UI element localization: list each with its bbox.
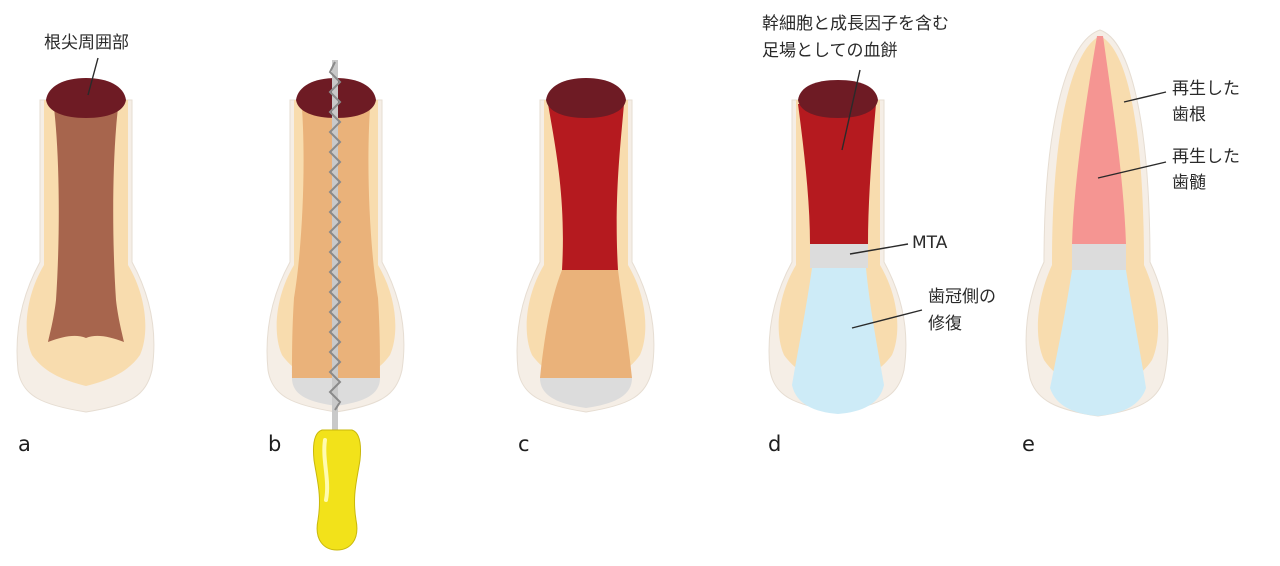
leader-coronal: [851, 309, 923, 329]
file-handle: [313, 429, 361, 551]
panel-letter-e: e: [1022, 432, 1035, 456]
regenerated-pulp: [1072, 36, 1126, 244]
coronal-restoration: [1050, 270, 1146, 416]
crown-seal: [540, 378, 632, 408]
mta-layer: [810, 244, 868, 268]
mta-layer: [1072, 244, 1126, 270]
coronal-canal: [540, 270, 632, 378]
panel-e-tooth: [1025, 29, 1169, 417]
label-coronal-line2: 修復: [928, 314, 962, 334]
file-twist: [328, 61, 342, 411]
leader-lines: [87, 57, 1167, 329]
label-blood-clot-line2: 足場としての血餅: [762, 41, 898, 61]
label-regen-root-line1: 再生した: [1172, 79, 1240, 99]
label-regen-pulp-line1: 再生した: [1172, 147, 1240, 167]
label-blood-clot-line1: 幹細胞と成長因子を含む: [762, 14, 949, 34]
coronal-restoration: [792, 268, 884, 414]
leader-blood-clot: [841, 69, 861, 151]
leader-regen-root: [1123, 91, 1167, 103]
periapical-area: [546, 78, 626, 118]
panel-letter-b: b: [268, 432, 282, 456]
panel-letter-c: c: [518, 432, 530, 456]
necrotic-pulp: [48, 108, 124, 342]
label-regen-root-line2: 歯根: [1172, 105, 1206, 125]
blood-clot: [798, 104, 876, 244]
panel-d-tooth: [768, 80, 907, 414]
panel-a-tooth: [16, 78, 155, 413]
blood-clot: [548, 104, 624, 270]
periapical-area: [46, 78, 126, 118]
file-handle-shine: [322, 438, 330, 502]
periapical-area: [798, 80, 878, 118]
label-coronal-line1: 歯冠側の: [928, 287, 996, 307]
label-regen-pulp-line2: 歯髄: [1172, 173, 1206, 193]
panel-letter-d: d: [768, 432, 782, 456]
panel-letter-a: a: [18, 432, 31, 456]
file-shaft: [332, 60, 338, 440]
label-periapical: 根尖周囲部: [44, 33, 129, 53]
leader-periapical: [87, 57, 99, 96]
leader-regen-pulp: [1097, 161, 1167, 179]
panel-c-tooth: [516, 78, 655, 413]
label-mta: MTA: [912, 233, 948, 253]
leader-mta: [849, 243, 909, 255]
panel-b-tooth: [266, 60, 405, 551]
